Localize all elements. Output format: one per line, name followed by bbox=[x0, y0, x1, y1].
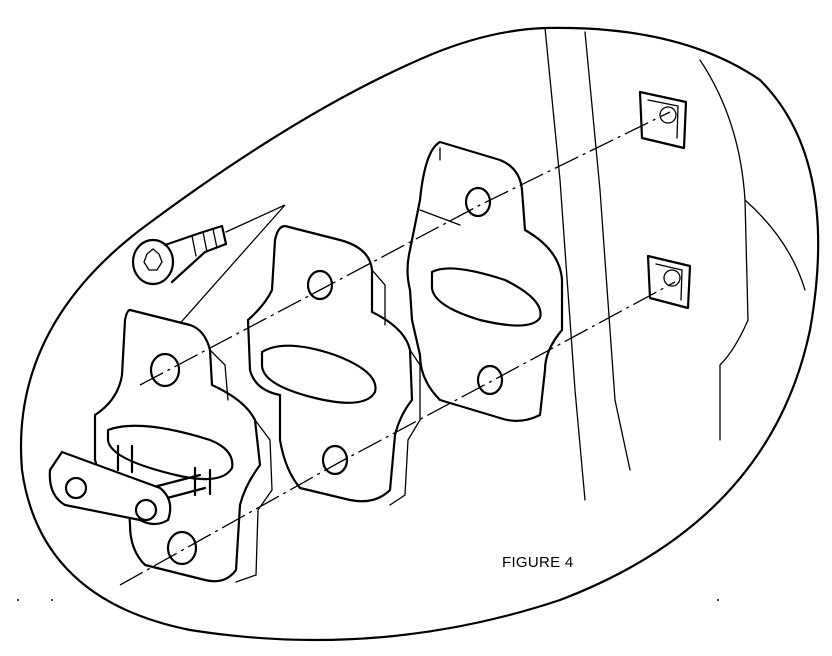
detail-view-outline bbox=[19, 26, 820, 642]
shim-plate-icon bbox=[406, 140, 564, 422]
door-panel bbox=[544, 27, 806, 501]
center-lines bbox=[119, 111, 676, 586]
mounting-hole-icon bbox=[638, 90, 688, 150]
hinge-bracket-icon bbox=[48, 308, 273, 583]
mounting-hole-icon bbox=[646, 254, 692, 310]
figure-caption: FIGURE 4 bbox=[502, 554, 574, 571]
shim-plate-icon bbox=[246, 224, 421, 506]
